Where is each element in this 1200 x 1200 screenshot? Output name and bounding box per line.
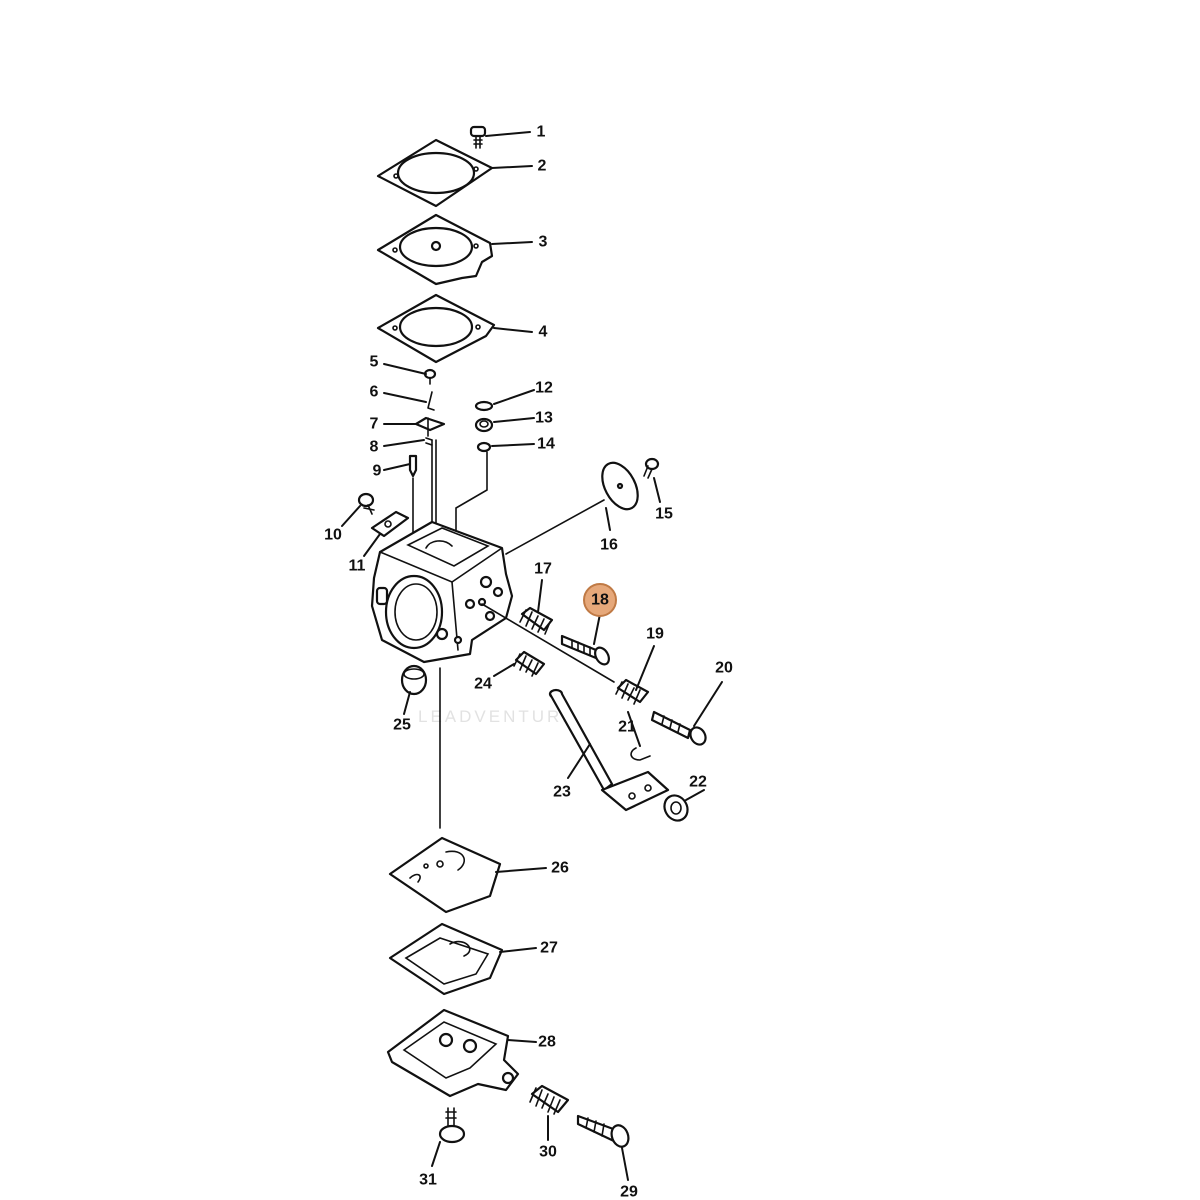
part-needle-9 (408, 454, 418, 478)
callout-15: 15 (655, 506, 673, 523)
part-ring-14 (476, 441, 492, 453)
part-gasket-26 (388, 836, 502, 914)
part-lever-7 (414, 416, 446, 437)
callout-12: 12 (535, 380, 553, 397)
callout-7: 7 (370, 416, 379, 433)
callout-22: 22 (689, 774, 707, 791)
leader-lines (341, 131, 723, 1181)
part-screw-15 (643, 457, 660, 479)
part-cap-25 (400, 664, 428, 696)
callout-labels: 1 2 3 4 5 6 7 8 9 10 11 12 13 14 15 16 1… (324, 124, 733, 1200)
callout-23: 23 (553, 784, 571, 801)
callout-17: 17 (534, 561, 552, 578)
callout-9: 9 (373, 463, 382, 480)
part-screen-13 (474, 417, 494, 433)
part-plate-16 (601, 461, 639, 511)
callout-8: 8 (370, 439, 379, 456)
part-carburetor-body (370, 520, 514, 664)
callout-20: 20 (715, 660, 733, 677)
part-screw-5 (423, 368, 437, 385)
part-spring-24 (513, 650, 546, 677)
callout-28: 28 (538, 1034, 556, 1051)
callout-24: 24 (474, 676, 492, 693)
part-screw-29 (576, 1114, 630, 1148)
callout-30: 30 (539, 1144, 557, 1161)
part-screw-1 (469, 125, 487, 149)
part-needle-18 (560, 634, 610, 666)
part-spring-19 (615, 678, 650, 705)
part-pump-body-28 (386, 1008, 520, 1098)
part-gasket-4 (376, 293, 496, 364)
callout-13: 13 (535, 410, 553, 427)
callout-14: 14 (537, 436, 555, 453)
callout-27: 27 (540, 940, 558, 957)
callout-21: 21 (618, 719, 636, 736)
part-spring-8 (425, 437, 433, 446)
callout-31: 31 (419, 1172, 437, 1189)
callout-6: 6 (370, 384, 379, 401)
callout-18: 18 (591, 592, 609, 609)
part-screw-10 (357, 492, 375, 515)
highlight-circle-18 (583, 583, 617, 617)
part-spring-17 (519, 606, 554, 635)
part-plate-11 (370, 510, 410, 538)
callout-19: 19 (646, 626, 664, 643)
part-screw-31 (438, 1107, 466, 1144)
part-screw-20 (650, 710, 707, 746)
part-gasket-27 (388, 922, 504, 996)
callout-5: 5 (370, 354, 379, 371)
callout-2: 2 (538, 158, 547, 175)
part-cover-2 (376, 138, 494, 208)
part-diaphragm-3 (376, 213, 494, 286)
part-pin-6 (427, 391, 435, 411)
callout-16: 16 (600, 537, 618, 554)
part-nut-22 (663, 794, 689, 822)
part-spring-30 (529, 1084, 570, 1115)
callout-1: 1 (537, 124, 546, 141)
callout-4: 4 (539, 324, 548, 341)
callout-29: 29 (620, 1184, 638, 1200)
callout-11: 11 (349, 558, 366, 575)
callout-25: 25 (393, 717, 411, 734)
callout-10: 10 (324, 527, 342, 544)
callout-3: 3 (539, 234, 548, 251)
part-clip-21 (630, 747, 651, 761)
part-shaft-23 (548, 688, 670, 812)
watermark: LEADVENTURE (418, 707, 577, 726)
part-ring-12 (474, 400, 494, 412)
callout-26: 26 (551, 860, 569, 877)
